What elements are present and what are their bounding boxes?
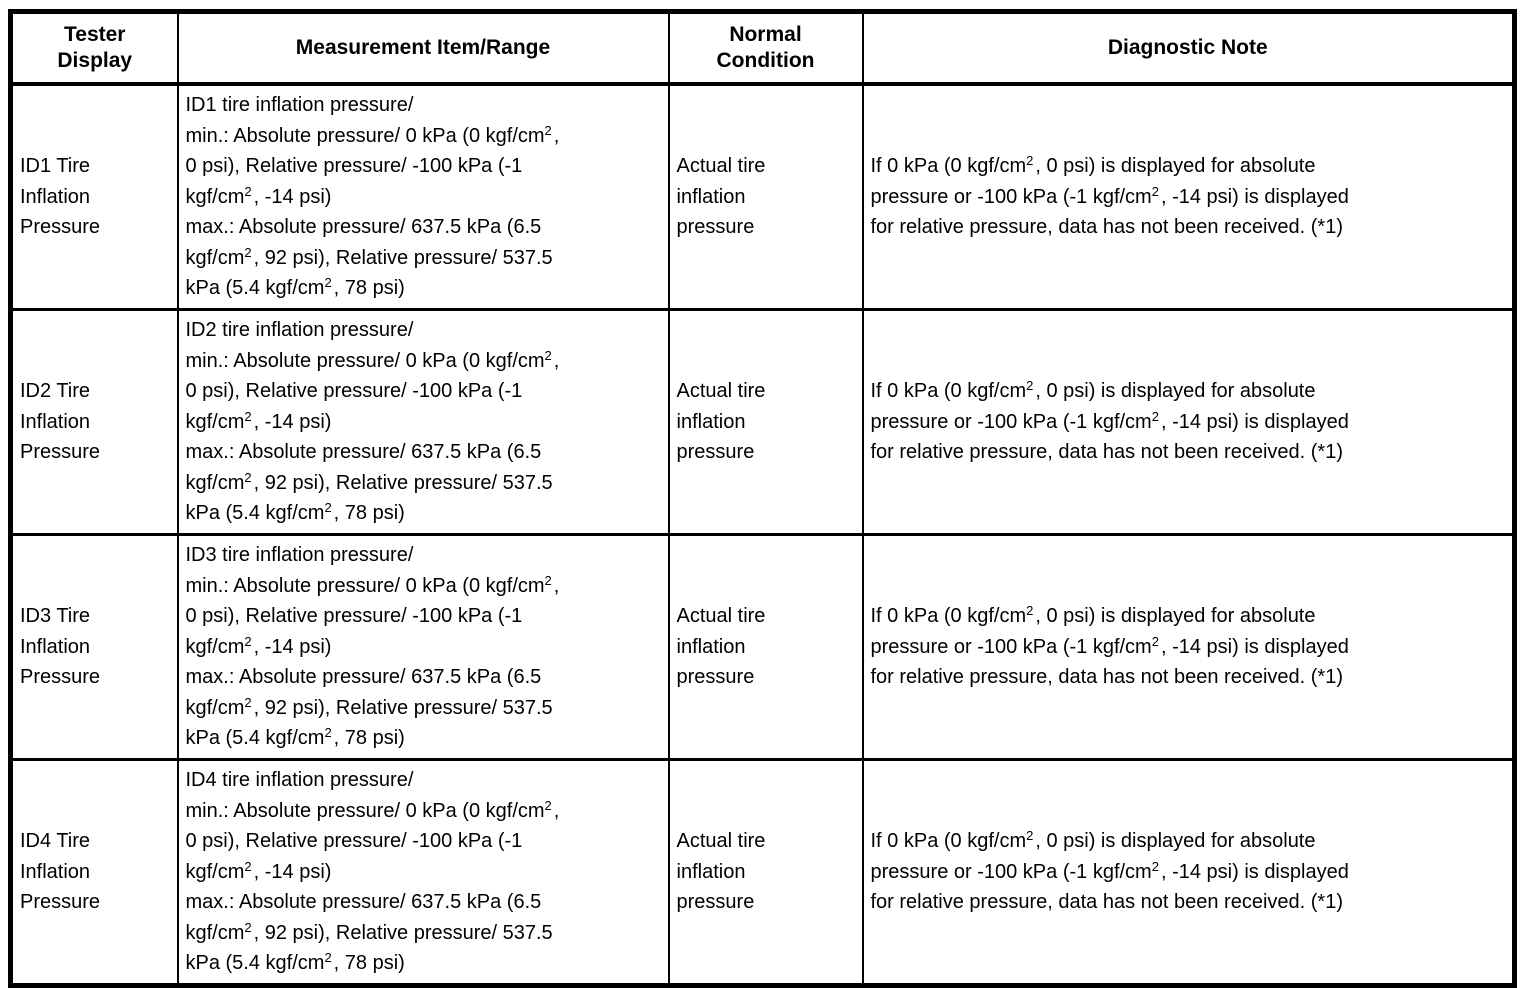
cell-tester-display: ID4 Tire Inflation Pressure: [9, 758, 179, 987]
cell-normal-condition: Actual tire inflation pressure: [667, 308, 864, 536]
table-row-id3: ID3 Tire Inflation Pressure ID3 tire inf…: [9, 533, 1516, 761]
cell-diagnostic-note: If 0 kPa (0 kgf/cm2, 0 psi) is displayed…: [861, 533, 1516, 761]
cell-measurement-item-range: ID1 tire inflation pressure/ min.: Absol…: [176, 82, 670, 311]
cell-normal-condition: Actual tire inflation pressure: [667, 758, 864, 987]
cell-measurement-item-range: ID2 tire inflation pressure/ min.: Absol…: [176, 308, 670, 536]
column-header-diagnostic-note: Diagnostic Note: [861, 10, 1516, 86]
diagnostic-data-table: Tester Display Measurement Item/Range No…: [8, 9, 1517, 988]
diagnostic-table-container: Tester Display Measurement Item/Range No…: [8, 9, 1517, 988]
header-row: Tester Display Measurement Item/Range No…: [9, 10, 1516, 86]
cell-diagnostic-note: If 0 kPa (0 kgf/cm2, 0 psi) is displayed…: [861, 308, 1516, 536]
column-header-tester-display: Tester Display: [9, 10, 179, 86]
cell-tester-display: ID2 Tire Inflation Pressure: [9, 308, 179, 536]
cell-diagnostic-note: If 0 kPa (0 kgf/cm2, 0 psi) is displayed…: [861, 82, 1516, 311]
table-row-id4: ID4 Tire Inflation Pressure ID4 tire inf…: [9, 758, 1516, 987]
cell-normal-condition: Actual tire inflation pressure: [667, 82, 864, 311]
column-header-normal-condition: Normal Condition: [667, 10, 864, 86]
table-row-id1: ID1 Tire Inflation Pressure ID1 tire inf…: [9, 82, 1516, 311]
cell-tester-display: ID1 Tire Inflation Pressure: [9, 82, 179, 311]
cell-measurement-item-range: ID3 tire inflation pressure/ min.: Absol…: [176, 533, 670, 761]
cell-measurement-item-range: ID4 tire inflation pressure/ min.: Absol…: [176, 758, 670, 987]
cell-diagnostic-note: If 0 kPa (0 kgf/cm2, 0 psi) is displayed…: [861, 758, 1516, 987]
table-row-id2: ID2 Tire Inflation Pressure ID2 tire inf…: [9, 308, 1516, 536]
cell-tester-display: ID3 Tire Inflation Pressure: [9, 533, 179, 761]
cell-normal-condition: Actual tire inflation pressure: [667, 533, 864, 761]
column-header-measurement-item-range: Measurement Item/Range: [176, 10, 670, 86]
